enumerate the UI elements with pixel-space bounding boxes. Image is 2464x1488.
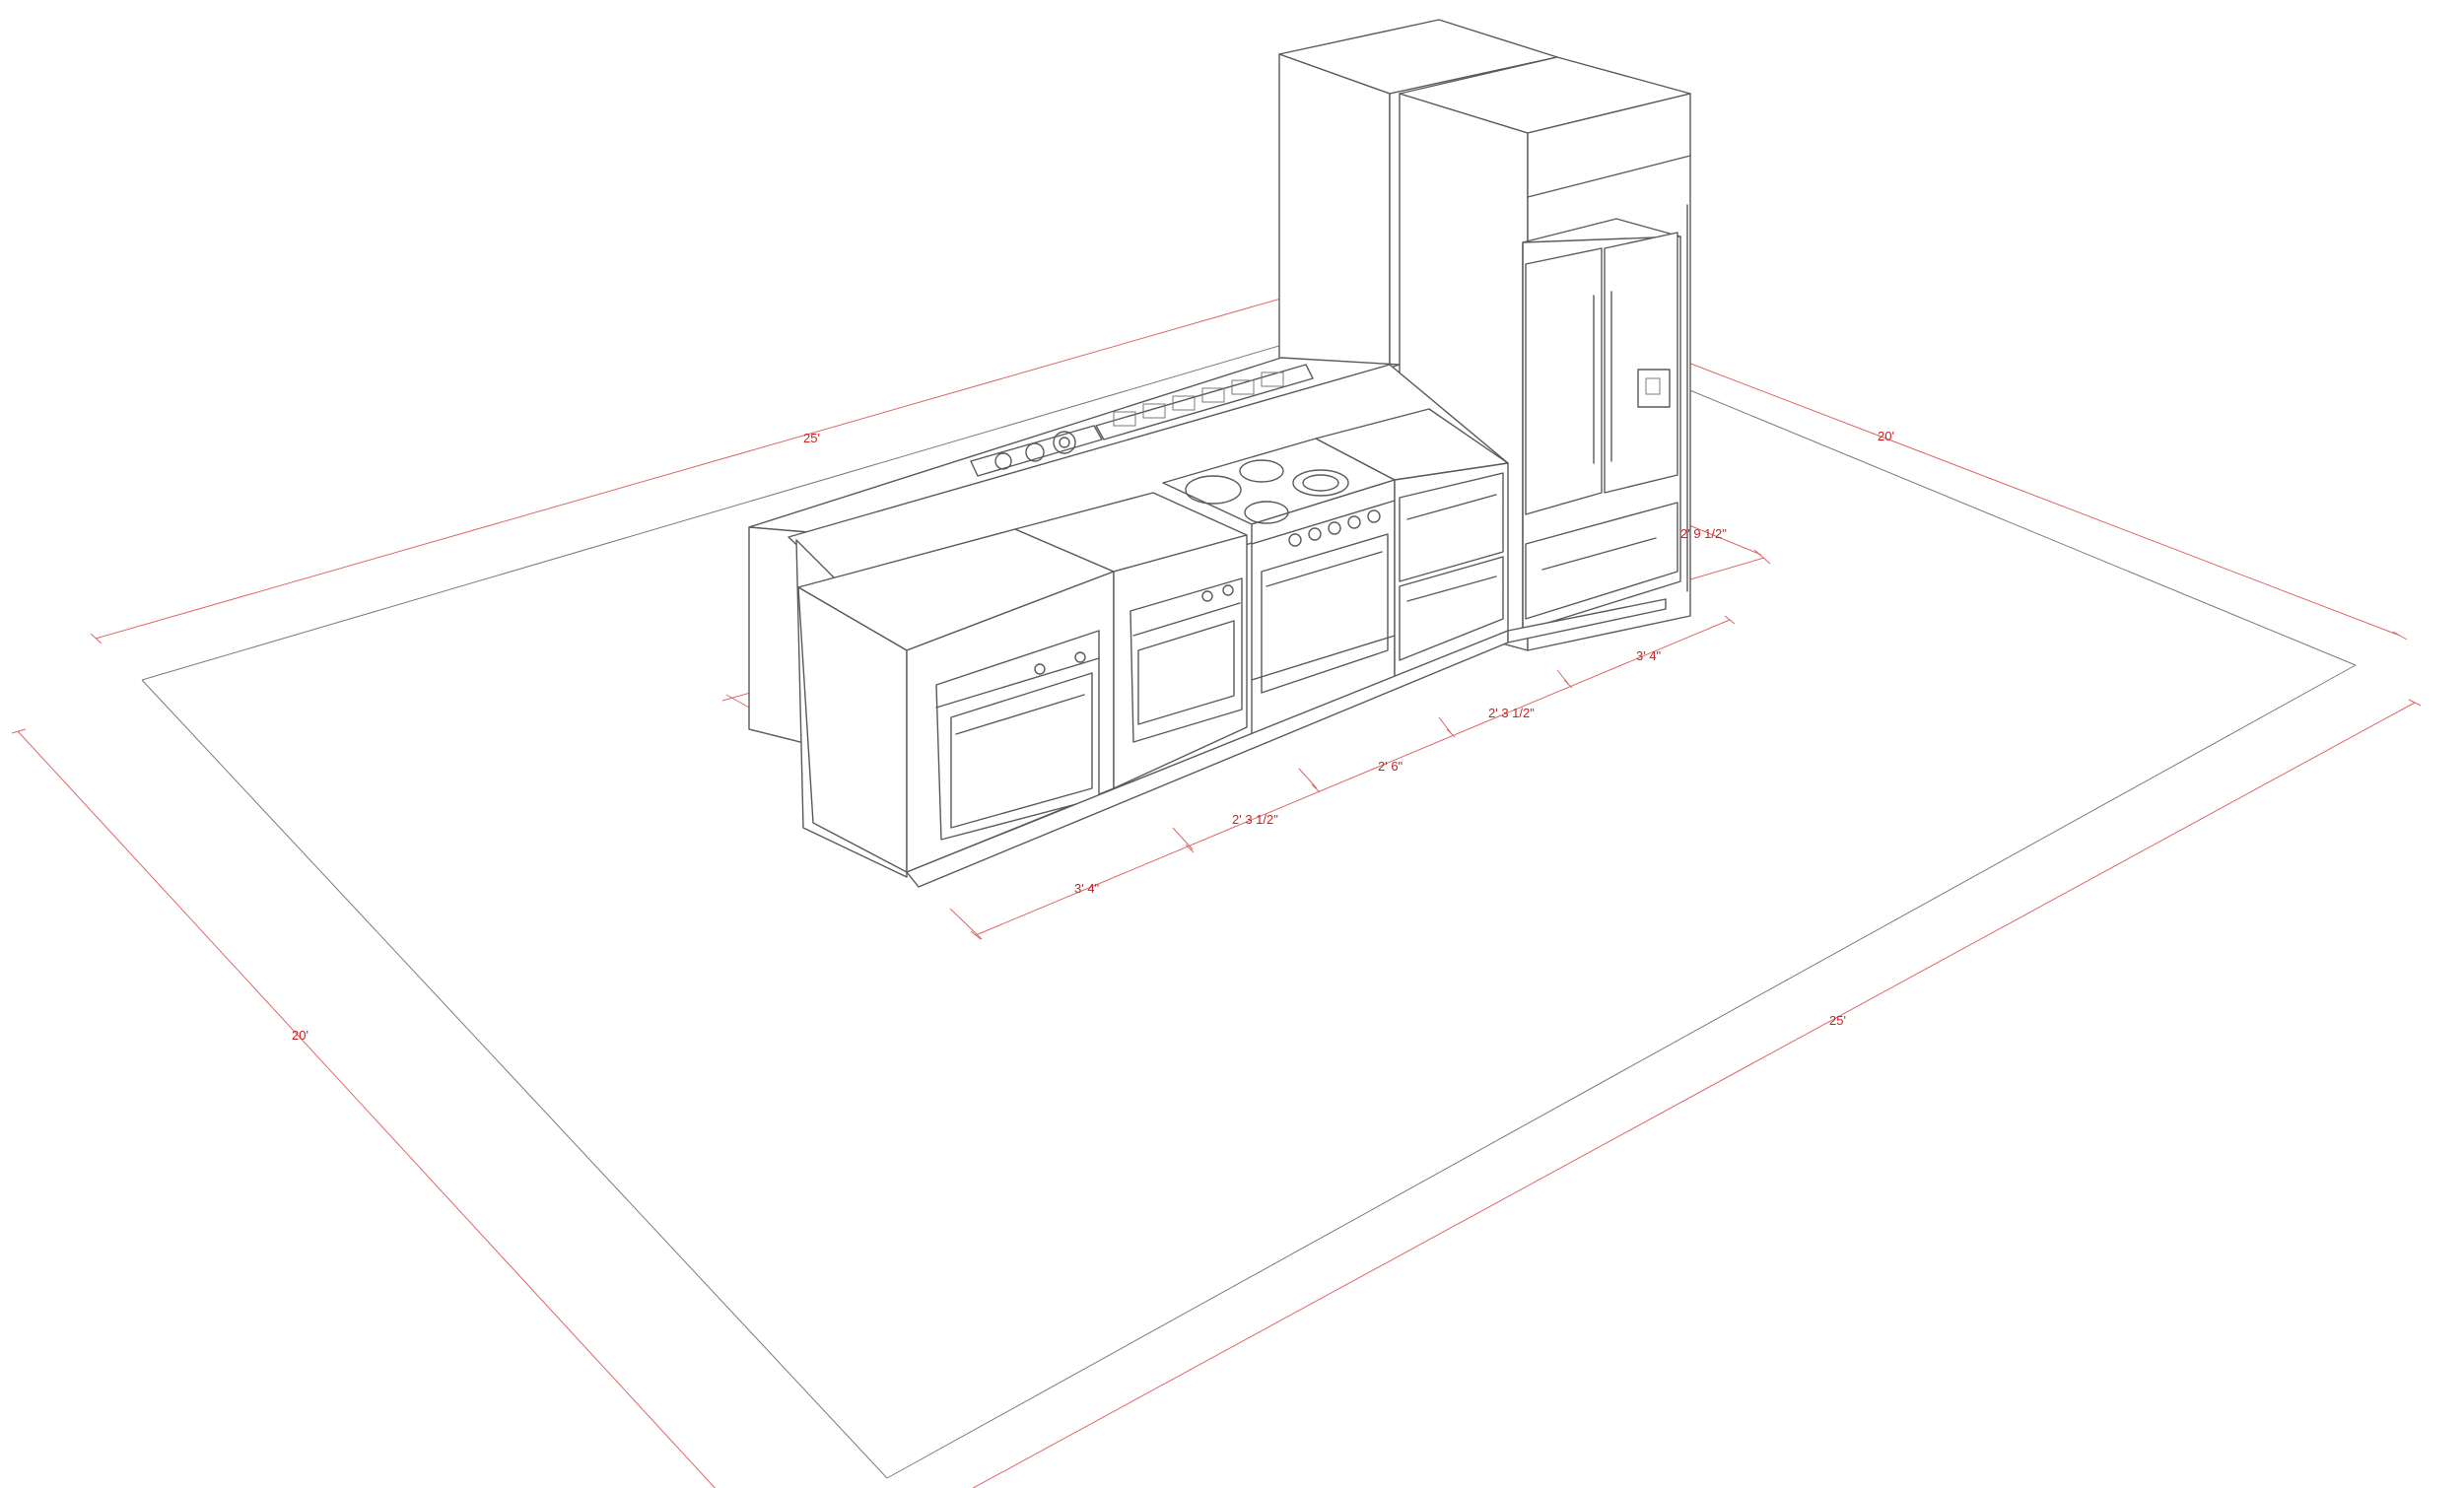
compact-oven xyxy=(1129,577,1243,743)
room-back-dimension-label: 25' xyxy=(803,431,820,445)
room-right-dimension-line xyxy=(1679,359,2408,641)
island-plinth xyxy=(906,598,1667,888)
wall-oven-dimension-label: 3' 4" xyxy=(1074,881,1100,896)
dishwasher-drawers xyxy=(1399,472,1504,661)
room-floor-outline xyxy=(141,342,2357,1479)
range-knobs xyxy=(1288,509,1381,547)
back-modular-cooktop xyxy=(1095,364,1314,440)
drawer-dimension-label: 2' 3 1/2" xyxy=(1488,706,1535,720)
compact-oven-dimension-label: 2' 3 1/2" xyxy=(1232,812,1278,827)
room-front-dimension-label: 25' xyxy=(1829,1013,1846,1028)
room-left-dimension-label: 20' xyxy=(292,1028,308,1043)
island-dimension-line xyxy=(949,615,1736,940)
wall-oven xyxy=(935,630,1100,841)
fridge-depth-dimension-label: 2' 9 1/2" xyxy=(1680,526,1727,541)
fridge-width-dimension-label: 3' 4" xyxy=(1636,648,1662,663)
room-front-dimension-line xyxy=(972,699,2422,1488)
room-right-dimension-label: 20' xyxy=(1878,429,1894,443)
room-left-dimension-line xyxy=(11,728,717,1488)
back-gas-cooktop xyxy=(970,425,1103,477)
refrigerator xyxy=(1522,218,1681,632)
water-dispenser xyxy=(1637,369,1671,408)
range-dimension-label: 2' 6" xyxy=(1378,759,1403,774)
electric-cooktop xyxy=(1185,459,1349,524)
